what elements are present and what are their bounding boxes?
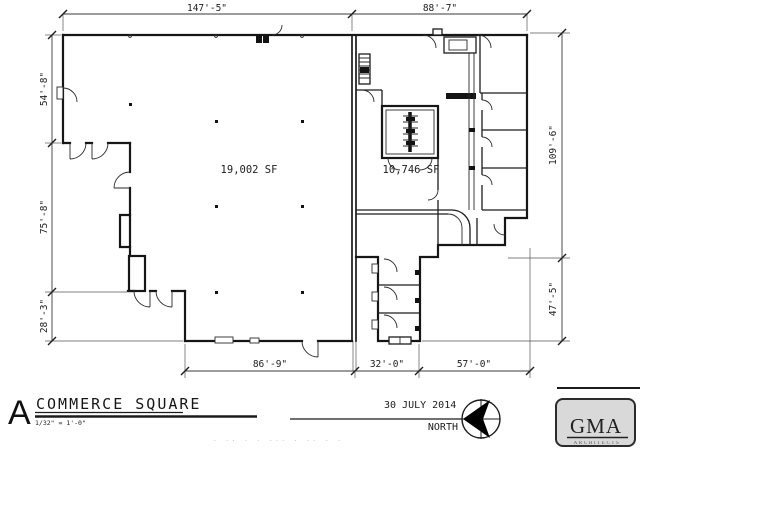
drawing-scale: 1/32" = 1'-0" [35, 419, 86, 427]
area-label-left-building: 19,002 SF [221, 164, 278, 176]
left-building-doors [62, 24, 319, 358]
dim-label-left-middle: 75'-8" [39, 200, 50, 234]
dim-label-left-upper: 54'-8" [39, 72, 50, 106]
window-opening [249, 337, 260, 344]
logo-text: GMA [570, 414, 622, 438]
dim-label-bottom-middle: 32'-0" [370, 359, 404, 370]
right-building-interior [356, 28, 527, 345]
sheet-letter: A [8, 394, 31, 432]
area-label-right-building: 10,746 SF [383, 164, 440, 176]
north-label: NORTH [428, 422, 458, 433]
dim-label-top-right: 88'-7" [423, 3, 457, 14]
dimension-ticks [47, 9, 567, 376]
page-title: COMMERCE SQUARE [36, 395, 201, 413]
window-opening [214, 336, 234, 344]
dim-label-bottom-right: 57'-0" [457, 359, 491, 370]
dimension-labels: 147'-5" 88'-7" 54'-8" 75'-8" 28'-3" 109'… [39, 3, 559, 370]
dim-label-right-upper: 109'-6" [548, 125, 559, 165]
faint-marks: · ·· · · ··· · ·· · · [213, 437, 344, 445]
dim-label-bottom-left: 86'-9" [253, 359, 287, 370]
door-bump [56, 86, 64, 100]
left-building-walls [56, 33, 529, 344]
right-building-outline [354, 33, 529, 343]
title-block: A COMMERCE SQUARE 1/32" = 1'-0" · ·· · ·… [8, 394, 344, 445]
roof-hatch [256, 35, 262, 43]
logo-box [555, 398, 636, 447]
dim-label-top-left: 147'-5" [187, 3, 227, 14]
dimension-lines [51, 13, 563, 372]
logo-subtext: ARCHITECTS [574, 441, 621, 446]
roof-hatch [263, 35, 269, 43]
date-north-block: 30 JULY 2014 NORTH [290, 399, 501, 439]
north-arrow-icon [461, 399, 501, 439]
dim-label-right-lower: 47'-5" [548, 282, 559, 316]
dim-label-left-lower: 28'-3" [39, 299, 50, 333]
extension-lines [45, 14, 570, 378]
gma-logo: GMA ARCHITECTS [555, 387, 640, 447]
casework [446, 93, 476, 99]
drawing-date: 30 JULY 2014 [384, 400, 456, 411]
column-grid-dots [129, 103, 304, 294]
